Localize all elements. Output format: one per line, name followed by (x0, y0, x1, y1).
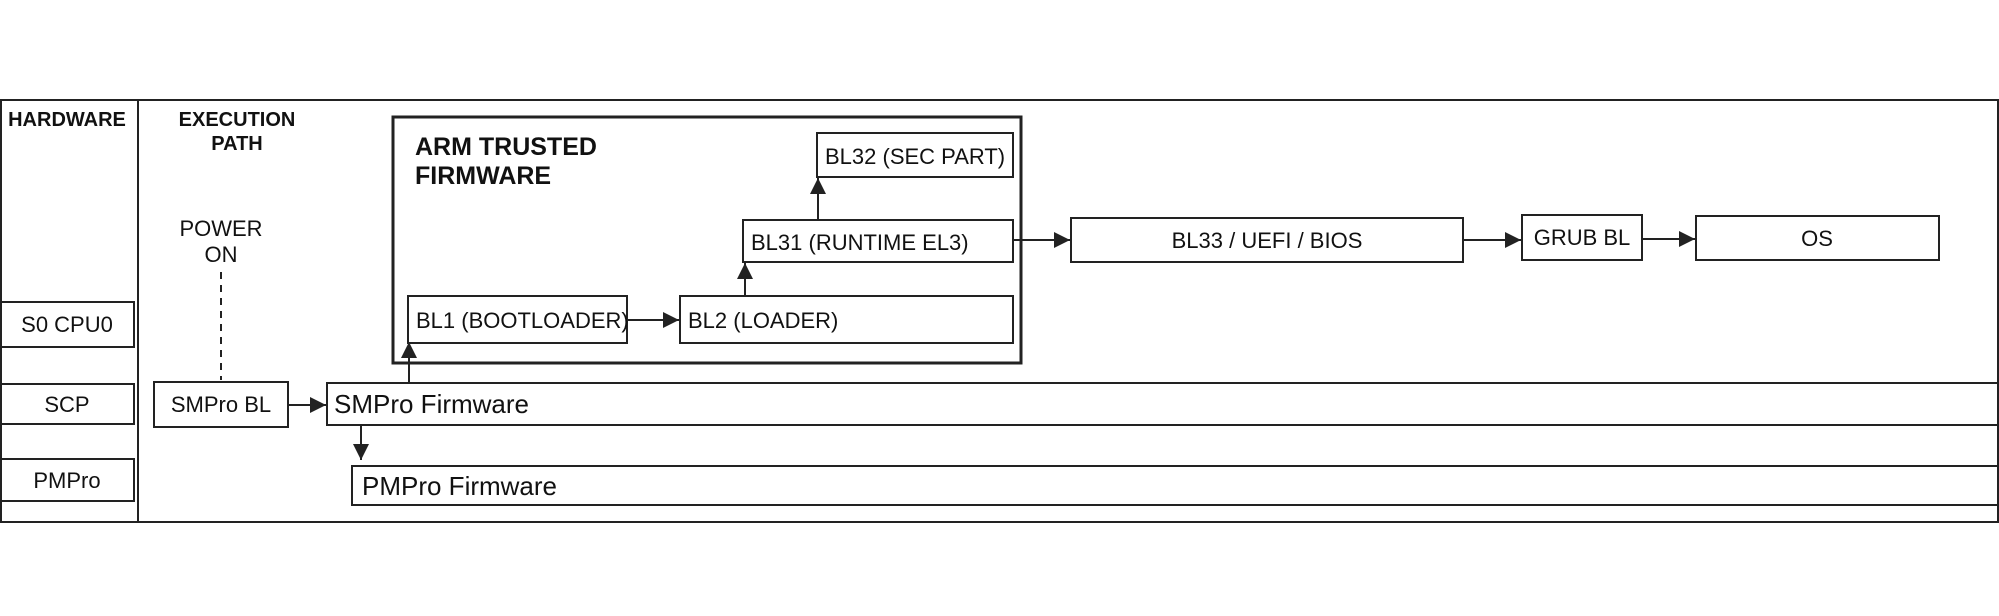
bl33-box: BL33 / UEFI / BIOS (1070, 217, 1464, 263)
bl1-box: BL1 (BOOTLOADER) (407, 295, 629, 344)
svg-text:BL2 (LOADER): BL2 (LOADER) (688, 308, 838, 333)
execution-path-header-line1: EXECUTION (179, 109, 296, 131)
svg-text:GRUB BL: GRUB BL (1534, 225, 1631, 250)
hardware-column-header: HARDWARE (8, 109, 126, 131)
power-on-label-line1: POWER (179, 216, 262, 241)
svg-text:BL33 / UEFI / BIOS: BL33 / UEFI / BIOS (1172, 228, 1363, 253)
hardware-row-s0-cpu0: S0 CPU0 (0, 301, 135, 348)
execution-path-header-line2: PATH (211, 133, 262, 155)
bl32-box: BL32 (SEC PART) (816, 132, 1014, 178)
smpro-firmware-lane: SMPro Firmware (326, 382, 1999, 426)
power-on-label-line2: ON (205, 242, 238, 267)
arm-trusted-firmware-group: ARM TRUSTED FIRMWARE (391, 115, 1023, 365)
svg-text:SMPro Firmware: SMPro Firmware (334, 389, 529, 419)
svg-text:OS: OS (1801, 226, 1833, 251)
os-box: OS (1695, 215, 1940, 261)
smpro-bl-box: SMPro BL (153, 381, 289, 428)
svg-text:S0 CPU0: S0 CPU0 (21, 312, 113, 337)
svg-text:BL32 (SEC PART): BL32 (SEC PART) (825, 144, 1005, 169)
svg-text:PMPro Firmware: PMPro Firmware (362, 471, 557, 501)
svg-text:BL1 (BOOTLOADER): BL1 (BOOTLOADER) (416, 308, 629, 333)
hardware-row-pmpro: PMPro (0, 458, 135, 502)
svg-text:SCP: SCP (44, 392, 89, 417)
hardware-row-scp: SCP (0, 383, 135, 425)
atf-title-line2: FIRMWARE (415, 162, 551, 190)
bl2-box: BL2 (LOADER) (679, 295, 1014, 344)
svg-text:PMPro: PMPro (33, 468, 100, 493)
svg-text:SMPro BL: SMPro BL (171, 392, 271, 417)
svg-text:BL31 (RUNTIME EL3): BL31 (RUNTIME EL3) (751, 230, 969, 255)
atf-title-line1: ARM TRUSTED (415, 133, 597, 161)
bl31-box: BL31 (RUNTIME EL3) (742, 219, 1014, 263)
grub-bl-box: GRUB BL (1521, 214, 1643, 261)
pmpro-firmware-lane: PMPro Firmware (351, 465, 1999, 506)
